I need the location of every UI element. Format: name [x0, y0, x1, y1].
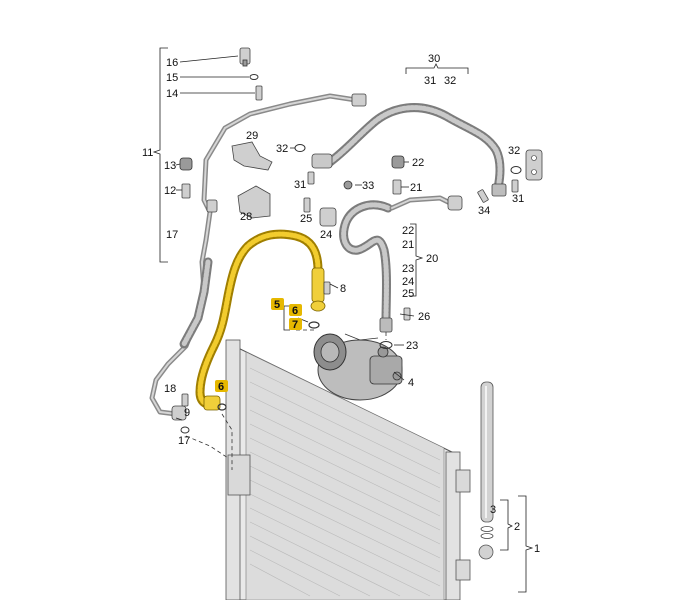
- label-24a: 24: [320, 229, 332, 241]
- label-2: 2: [514, 521, 520, 533]
- label-28: 28: [240, 211, 252, 223]
- label-30: 30: [428, 53, 440, 65]
- condenser: [225, 339, 471, 600]
- label-22b: 22: [402, 225, 414, 237]
- label-31a: 31: [424, 75, 436, 87]
- label-17b: 17: [178, 435, 190, 447]
- label-21b: 21: [402, 239, 414, 251]
- highlight-7: [289, 318, 302, 330]
- label-13: 13: [164, 160, 176, 172]
- label-17a: 17: [166, 229, 178, 241]
- suction-hose: [339, 195, 463, 333]
- label-32b: 32: [276, 143, 288, 155]
- label-32c: 32: [508, 145, 520, 157]
- label-3: 3: [490, 504, 496, 516]
- high-pressure-line: [311, 103, 507, 197]
- label-34: 34: [478, 205, 490, 217]
- highlight-badges: [215, 298, 302, 392]
- brackets: [152, 47, 534, 593]
- label-24b: 24: [402, 276, 414, 288]
- label-31c: 31: [512, 193, 524, 205]
- label-21a: 21: [410, 182, 422, 194]
- label-1: 1: [534, 543, 540, 555]
- compressor: [313, 333, 403, 401]
- label-23b: 23: [406, 340, 418, 352]
- label-4: 4: [408, 377, 414, 389]
- label-20: 20: [426, 253, 438, 265]
- part-labels: 16 15 14 11 13 12 17 29 28 30 31 32 32 3…: [142, 53, 540, 555]
- small-parts: [179, 47, 543, 434]
- label-25a: 25: [300, 213, 312, 225]
- label-18: 18: [164, 383, 176, 395]
- label-26: 26: [418, 311, 430, 323]
- drier-cartridge: [478, 381, 494, 560]
- label-29: 29: [246, 130, 258, 142]
- label-9: 9: [184, 407, 190, 419]
- label-32a: 32: [444, 75, 456, 87]
- pressure-hose-highlighted: [195, 229, 326, 411]
- label-5: 5: [274, 299, 280, 311]
- label-6b: 6: [218, 381, 224, 393]
- label-31b: 31: [294, 179, 306, 191]
- label-11: 11: [142, 147, 153, 159]
- label-6a: 6: [292, 305, 298, 317]
- label-15: 15: [166, 72, 178, 84]
- label-25b: 25: [402, 288, 414, 300]
- highlight-5: [271, 298, 284, 310]
- label-16: 16: [166, 57, 178, 69]
- label-14: 14: [166, 88, 178, 100]
- label-23a: 23: [402, 263, 414, 275]
- label-12: 12: [164, 185, 176, 197]
- highlight-6a: [289, 304, 302, 316]
- label-33: 33: [362, 180, 374, 192]
- label-8: 8: [340, 283, 346, 295]
- liquid-line-pipe: [149, 93, 367, 421]
- highlight-6b: [215, 380, 228, 392]
- label-22a: 22: [412, 157, 424, 169]
- label-7: 7: [292, 319, 298, 331]
